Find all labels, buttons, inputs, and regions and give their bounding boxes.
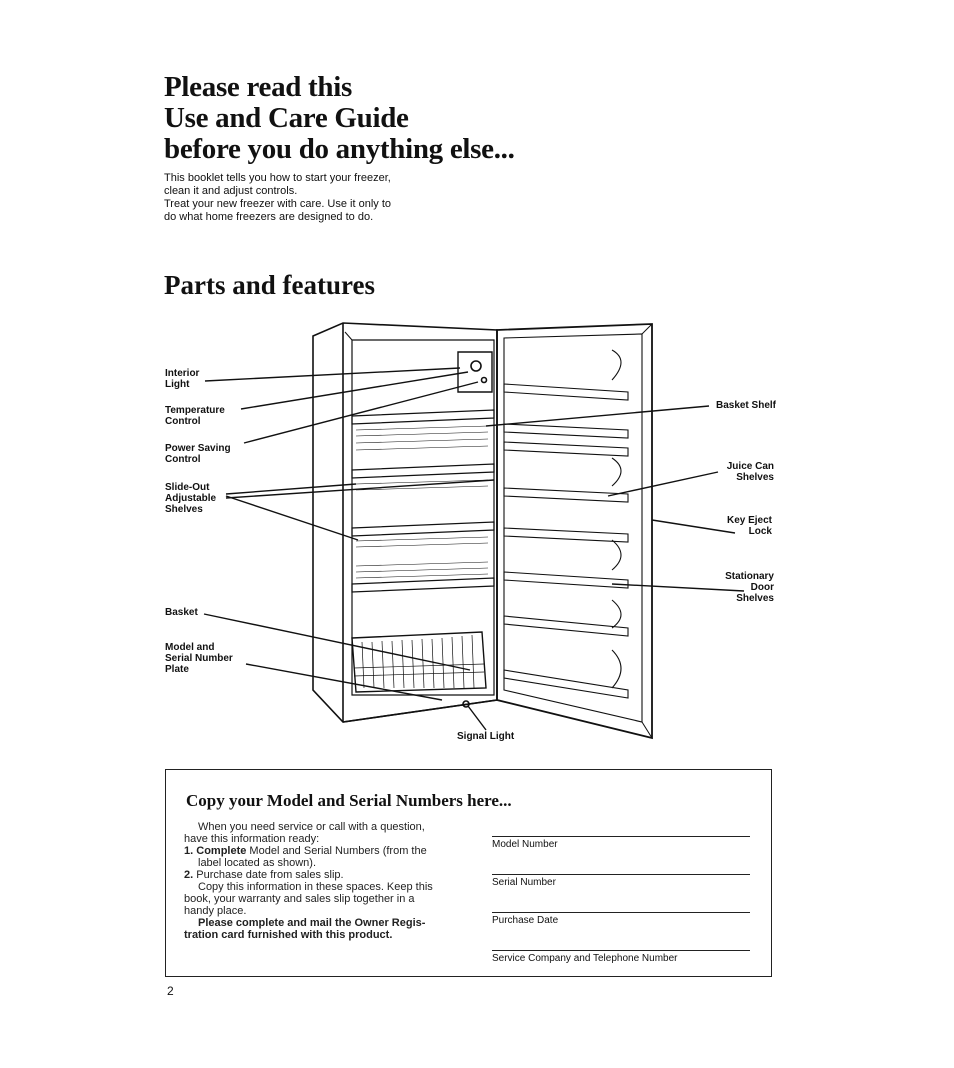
page-number: 2 [167, 984, 174, 998]
label-basket: Basket [165, 607, 198, 618]
label-juice-can-shelves: Juice Can Shelves [726, 461, 774, 483]
model-serial-copy-box: Copy your Model and Serial Numbers here.… [165, 769, 772, 977]
label-key-eject-lock: Key Eject Lock [726, 515, 772, 537]
label-temperature-control: Temperature Control [165, 405, 225, 427]
label-slide-out-shelves: Slide-Out Adjustable Shelves [165, 482, 217, 515]
temperature-dial-icon [470, 360, 482, 372]
parts-title: Parts and features [164, 270, 375, 300]
copy-box-instructions: When you need service or call with a que… [184, 821, 433, 941]
signal-light-icon [462, 700, 470, 708]
field-service-company[interactable]: Service Company and Telephone Number [492, 950, 750, 965]
heading-line-3: before you do anything else... [164, 133, 515, 165]
label-signal-light: Signal Light [457, 731, 515, 742]
cabinet-shelves [352, 410, 494, 592]
control-housing [458, 352, 492, 392]
label-stationary-door-shelves: Stationary Door Shelves [725, 571, 774, 604]
label-basket-shelf: Basket Shelf [715, 400, 776, 411]
field-model-number[interactable]: Model Number [492, 836, 750, 851]
callout-leaders [204, 368, 744, 730]
label-model-serial-plate: Model and Serial Number Plate [165, 642, 233, 675]
intro-p2-line2: do what home freezers are designed to do… [164, 211, 374, 223]
heading-line-2: Use and Care Guide [164, 102, 409, 134]
intro-p1-line2: clean it and adjust controls. [164, 185, 298, 197]
door-shelves [504, 384, 628, 698]
field-serial-number[interactable]: Serial Number [492, 874, 750, 889]
copy-box-title: Copy your Model and Serial Numbers here.… [186, 791, 512, 810]
field-purchase-date[interactable]: Purchase Date [492, 912, 750, 927]
label-interior-light: Interior Light [165, 368, 200, 390]
cabinet-interior [352, 340, 494, 695]
heading-line-1: Please read this [164, 71, 352, 103]
label-power-saving-control: Power Saving Control [165, 443, 231, 465]
intro-p1-line1: This booklet tells you how to start your… [164, 172, 391, 184]
intro-p2-line1: Treat your new freezer with care. Use it… [164, 198, 392, 210]
basket-outline [352, 632, 486, 692]
intro-text: This booklet tells you how to start your… [164, 172, 391, 224]
page-heading: Please read this Use and Care Guide befo… [164, 72, 515, 165]
